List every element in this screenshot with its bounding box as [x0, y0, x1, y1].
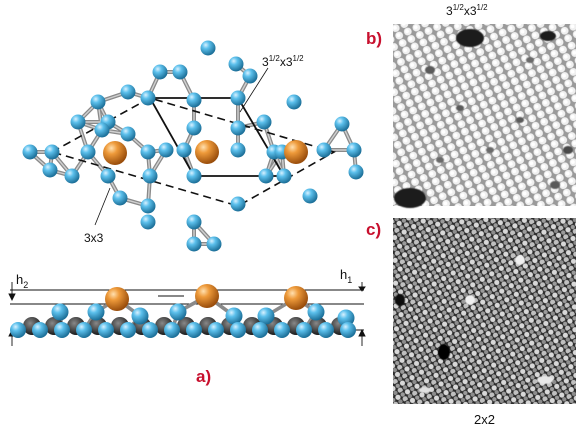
substrate-atom — [200, 40, 216, 56]
substrate-atom — [80, 144, 96, 160]
substrate-atom — [142, 168, 158, 184]
panel-c-caption: 2x2 — [474, 412, 495, 427]
side-atom-upper — [87, 303, 105, 321]
substrate-atom — [258, 168, 274, 184]
substrate-atom — [348, 164, 364, 180]
substrate-atom — [186, 214, 202, 230]
adatom — [103, 141, 127, 165]
substrate-atom — [42, 162, 58, 178]
side-atom-upper — [131, 307, 149, 325]
substrate-atom — [334, 116, 350, 132]
substrate-atom — [90, 94, 106, 110]
substrate-atom — [186, 168, 202, 184]
panel-a-side-view: h2 h1 — [8, 267, 366, 346]
stm-c-defects — [395, 255, 553, 393]
substrate-atom — [186, 92, 202, 108]
height-label-h2: h2 — [16, 272, 28, 290]
side-adatom — [105, 287, 129, 311]
unit-cell-3x3 — [49, 97, 337, 207]
pointer-line-sqrt3 — [239, 67, 269, 113]
side-adatom — [284, 286, 308, 310]
substrate-atom — [242, 68, 258, 84]
substrate-atom — [152, 64, 168, 80]
substrate-atom — [44, 144, 60, 160]
height-arrow-h1 — [358, 282, 366, 346]
side-atom-front — [208, 322, 224, 338]
substrate-atom — [276, 168, 292, 184]
side-atom-front — [186, 322, 202, 338]
substrate-atom — [112, 190, 128, 206]
panel-a-top-view: 31/2x31/2 3x3 — [22, 40, 364, 252]
stm-b-defects — [394, 29, 573, 208]
substrate-atom — [120, 126, 136, 142]
panel-c-stm-image: c) 2x2 — [366, 218, 576, 427]
substrate-atom — [172, 64, 188, 80]
substrate-atom — [140, 90, 156, 106]
side-atom-front — [98, 322, 114, 338]
panel-a-label: a) — [196, 367, 211, 386]
panel-c-label: c) — [366, 220, 381, 239]
substrate-atom — [94, 122, 110, 138]
substrate-atom — [256, 114, 272, 130]
substrate-atom — [186, 236, 202, 252]
side-atom-front — [10, 322, 26, 338]
side-adatom — [195, 284, 219, 308]
side-atom-front — [230, 322, 246, 338]
substrate-atom — [140, 144, 156, 160]
panel-b-title: 31/2x31/2 — [446, 3, 488, 18]
substrate-atom — [346, 142, 362, 158]
cell-label-3x3: 3x3 — [84, 231, 104, 245]
panel-b-label: b) — [366, 29, 382, 48]
side-atom-front — [274, 322, 290, 338]
substrate-atom — [22, 144, 38, 160]
substrate-atom — [158, 142, 174, 158]
side-atom-front — [252, 322, 268, 338]
substrate-atom — [230, 196, 246, 212]
cell-label-sqrt3: 31/2x31/2 — [262, 54, 304, 69]
side-atom-front — [32, 322, 48, 338]
stm-image-c — [393, 218, 576, 404]
substrate-atom — [206, 236, 222, 252]
height-label-h1: h1 — [340, 267, 352, 285]
side-atom-front — [76, 322, 92, 338]
substrate-atom — [140, 214, 156, 230]
side-atom-front — [318, 322, 334, 338]
side-atom-front — [164, 322, 180, 338]
substrate-atom — [186, 120, 202, 136]
substrate-atom — [230, 120, 246, 136]
substrate-atom — [228, 56, 244, 72]
side-atom-front — [340, 322, 356, 338]
panel-b-stm-image: 31/2x31/2 b) — [366, 3, 576, 208]
substrate-atom — [230, 142, 246, 158]
substrate-atom — [64, 168, 80, 184]
adatom — [195, 140, 219, 164]
side-atom-upper — [337, 309, 355, 327]
side-atom-upper — [51, 303, 69, 321]
substrate-atom — [100, 168, 116, 184]
side-atom-front — [54, 322, 70, 338]
adatom — [284, 140, 308, 164]
stm-image-b — [393, 24, 576, 206]
substrate-atom — [302, 188, 318, 204]
side-atom-upper — [257, 307, 275, 325]
pointer-line-3x3 — [94, 187, 111, 226]
side-atom-upper — [307, 303, 325, 321]
substrate-atom — [70, 114, 86, 130]
substrate-atom — [120, 84, 136, 100]
side-atom-front — [296, 322, 312, 338]
substrate-atom — [230, 90, 246, 106]
substrate-atom — [286, 94, 302, 110]
unit-cell-sqrt3 — [148, 97, 286, 177]
substrate-atom — [140, 198, 156, 214]
substrate-atom — [176, 142, 192, 158]
side-atom-front — [142, 322, 158, 338]
side-atom-upper — [169, 303, 187, 321]
side-atom-upper — [225, 307, 243, 325]
side-atom-front — [120, 322, 136, 338]
substrate-atom — [316, 142, 332, 158]
